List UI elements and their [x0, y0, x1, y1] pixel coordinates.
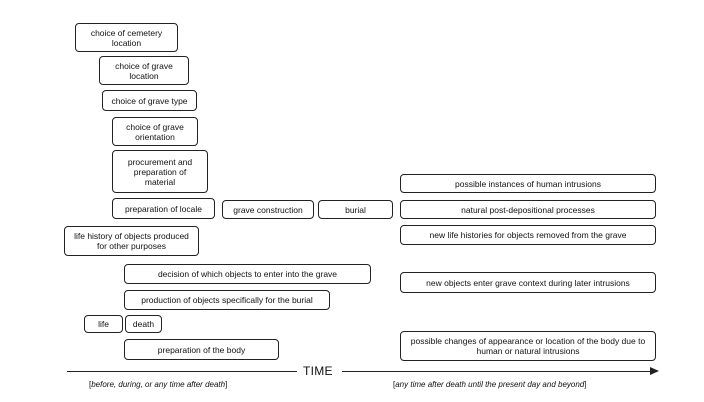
box-choice-of-grave-location: choice of grave location	[99, 56, 189, 85]
time-axis-line-left	[67, 371, 297, 372]
time-note-before-text: before, during, or any time after death	[91, 380, 226, 389]
box-decision-of-objects: decision of which objects to enter into …	[124, 264, 371, 284]
bracket-open-left: [	[89, 380, 92, 389]
box-burial: burial	[318, 200, 393, 219]
box-new-life-histories: new life histories for objects removed f…	[400, 225, 656, 245]
box-preparation-of-the-body: preparation of the body	[124, 339, 279, 360]
time-axis-arrowhead	[650, 367, 659, 375]
box-body-changes: possible changes of appearance or locati…	[400, 331, 656, 361]
bracket-close-left: ]	[225, 380, 228, 389]
box-production-of-objects: production of objects specifically for t…	[124, 290, 330, 310]
box-life: life	[84, 315, 123, 333]
time-axis-line-right	[342, 371, 651, 372]
box-life-history-of-objects: life history of objects produced for oth…	[64, 226, 199, 256]
box-choice-of-grave-orientation: choice of grave orientation	[112, 117, 198, 146]
box-choice-of-cemetery-location: choice of cemetery location	[75, 23, 178, 52]
box-death: death	[125, 315, 162, 333]
box-procurement-and-preparation: procurement and preparation of material	[112, 150, 208, 193]
time-axis-title: TIME	[303, 364, 333, 378]
box-preparation-of-locale: preparation of locale	[112, 198, 215, 219]
time-note-after-text: any time after death until the present d…	[395, 380, 585, 389]
bracket-open-right: [	[393, 380, 396, 389]
time-note-before: [before, during, or any time after death…	[89, 380, 227, 389]
time-note-after: [any time after death until the present …	[393, 380, 586, 389]
bracket-close-right: ]	[584, 380, 587, 389]
box-natural-post-depositional-processes: natural post-depositional processes	[400, 200, 656, 219]
box-new-objects-enter-grave: new objects enter grave context during l…	[400, 272, 656, 293]
box-grave-construction: grave construction	[222, 200, 314, 219]
box-choice-of-grave-type: choice of grave type	[102, 90, 197, 111]
box-possible-human-intrusions: possible instances of human intrusions	[400, 174, 656, 193]
